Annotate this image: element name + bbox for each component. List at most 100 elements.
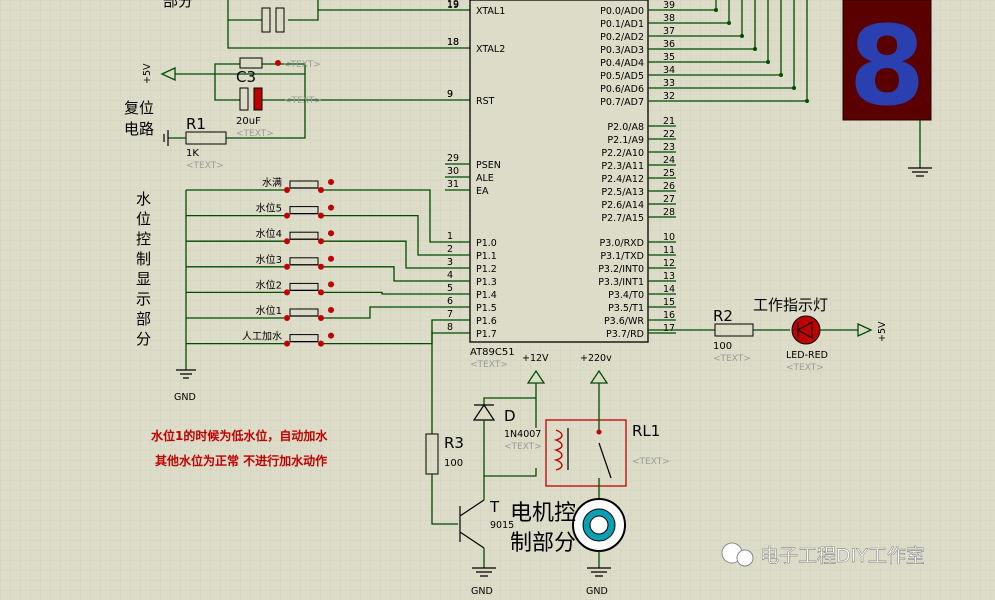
mcu-pin-num-22: 22 (663, 129, 675, 140)
crystal-section-label: 部分 (163, 0, 193, 10)
mcu-pin-p2-5-a13: P2.5/A13 (601, 187, 644, 198)
mcu-pin-psen: PSEN (476, 160, 501, 171)
mcu-pin-p2-0-a8: P2.0/A8 (607, 122, 644, 133)
mcu-pin-p0-6-ad6: P0.6/AD6 (600, 84, 644, 95)
cap-top-text: <TEXT> (283, 60, 321, 70)
mcu-pin-num-10: 10 (663, 232, 675, 243)
switch-label: 水位5 (256, 202, 282, 215)
mcu-pin-num-2: 2 (447, 244, 453, 255)
mcu-pin-num-30: 30 (447, 166, 459, 177)
mcu-pin-num-21: 21 (663, 116, 675, 127)
wl-title-char: 显 (136, 270, 151, 288)
mcu-pin-num-28: 28 (663, 207, 675, 218)
watermark-text: 电子工程DIY工作室 (760, 545, 925, 567)
switch-3[interactable]: 水位4 (186, 227, 470, 269)
transistor-name: T (489, 498, 500, 516)
reset-title-1: 复位 (124, 99, 154, 117)
reset-title-2: 电路 (124, 120, 154, 138)
motor-circuit: +12V +220v D 1N4007 <TEXT> RL1 <TEXT> GN… (425, 330, 670, 597)
mcu-pin-xtal1: XTAL1 (476, 6, 505, 17)
mcu-pin-num-18: 18 (447, 37, 459, 48)
mcu-pin-num-9: 9 (447, 89, 453, 100)
switch-5[interactable]: 水位2 (186, 278, 470, 296)
mcu-pin-num-29: 29 (447, 153, 459, 164)
mcu-pin-num-31: 31 (447, 179, 459, 190)
mcu-pin-p2-6-a14: P2.6/A14 (601, 200, 644, 211)
led-name: LED-RED (786, 350, 828, 361)
mcu-pin-p0-4-ad4: P0.4/AD4 (600, 58, 644, 69)
mcu-pin-p1-6: P1.6 (476, 316, 497, 327)
mcu-pin-num-17: 17 (663, 323, 675, 334)
mcu-pin-num-5: 5 (447, 283, 453, 294)
mcu-pin-p2-1-a9: P2.1/A9 (607, 135, 644, 146)
mcu-pin-p3-3-int1: P3.3/INT1 (598, 277, 644, 288)
pin-num-xtal2: 18 (447, 37, 459, 48)
mcu-pin-ea: EA (476, 186, 489, 197)
mcu-pin-p1-4: P1.4 (476, 290, 497, 301)
mcu-pin-num-32: 32 (663, 91, 675, 102)
switch-7[interactable]: 人工加水 (186, 319, 470, 347)
note-line-1: 水位1的时候为低水位，自动加水 (151, 428, 328, 443)
mcu-pin-rst: RST (476, 96, 495, 107)
res-r1-value: 1K (186, 148, 199, 159)
mcu-pin-p3-0-rxd: P3.0/RXD (600, 238, 644, 249)
led-supply-arrow-icon (857, 322, 873, 338)
mcu-pin-num-14: 14 (663, 284, 675, 295)
wl-title-char: 水 (136, 190, 151, 208)
mcu-name: AT89C51 (470, 347, 515, 358)
switch-4[interactable]: 水位3 (186, 253, 470, 282)
mcu-pin-p2-3-a11: P2.3/A11 (601, 161, 644, 172)
mcu-pin-num-24: 24 (663, 155, 675, 166)
mcu-pin-num-35: 35 (663, 52, 675, 63)
wl-title-char: 部 (136, 310, 151, 328)
mcu-pin-num-36: 36 (663, 39, 675, 50)
mcu-pin-num-11: 11 (663, 245, 675, 256)
switch-label: 水满 (262, 177, 282, 189)
mcu-pin-p1-1: P1.1 (476, 251, 497, 262)
mcu-pin-num-7: 7 (447, 309, 453, 320)
cap-c3-value: 20uF (236, 116, 261, 127)
mcu-pin-p1-0: P1.0 (476, 238, 497, 249)
seven-segment-display: 8 (842, 0, 932, 177)
wl-title-char: 分 (136, 330, 151, 348)
mcu-pin-p3-6-wr: P3.6/WR (604, 316, 644, 327)
res-r1-name: R1 (186, 115, 206, 133)
mcu-pin-num-13: 13 (663, 271, 675, 282)
crystal-circuit: 部分 19 18 (163, 0, 470, 49)
motor-t-gnd: GND (471, 586, 493, 597)
diode-value: 1N4007 (504, 429, 541, 440)
mcu-pin-num-19: 19 (447, 0, 459, 10)
cap-c3-text: <TEXT> (236, 129, 274, 139)
mcu-pin-p1-3: P1.3 (476, 277, 497, 288)
mcu-pin-num-34: 34 (663, 65, 675, 76)
switch-label: 人工加水 (242, 331, 282, 343)
mcu-pin-p0-5-ad5: P0.5/AD5 (600, 71, 644, 82)
mcu-pin-num-37: 37 (663, 26, 675, 37)
switch-label: 水位1 (256, 304, 282, 317)
mcu-pin-num-16: 16 (663, 310, 675, 321)
mcu-pin-p2-2-a10: P2.2/A10 (601, 148, 644, 159)
relay-name: RL1 (632, 422, 660, 440)
mcu-pin-num-27: 27 (663, 194, 675, 205)
led-supply-label: +5V (877, 321, 888, 342)
switch-1[interactable]: 水满 (186, 177, 470, 243)
wl-title-char: 制 (136, 250, 151, 268)
switch-6[interactable]: 水位1 (186, 304, 470, 321)
mcu-pin-p3-5-t1: P3.5/T1 (608, 303, 644, 314)
mcu-pin-p2-7-a15: P2.7/A15 (601, 213, 644, 224)
indicator-circuit: +5V 工作指示灯 R2 100 <TEXT> LED-RED <TEXT> (648, 296, 888, 373)
diode-name: D (504, 407, 516, 425)
res-r1-text: <TEXT> (186, 161, 224, 171)
mcu-pin-num-4: 4 (447, 270, 453, 281)
mcu-pin-ale: ALE (476, 173, 494, 184)
mcu-pin-num-26: 26 (663, 181, 675, 192)
mcu-pin-p1-2: P1.2 (476, 264, 497, 275)
res-r3-value: 100 (444, 458, 463, 469)
mcu-pin-p0-1-ad1: P0.1/AD1 (600, 19, 644, 30)
mcu-pin-p3-4-t0: P3.4/T0 (608, 290, 644, 301)
switch-2[interactable]: 水位5 (186, 202, 470, 256)
mcu-pin-p2-4-a12: P2.4/A12 (601, 174, 644, 185)
res-r3-name: R3 (444, 434, 464, 452)
